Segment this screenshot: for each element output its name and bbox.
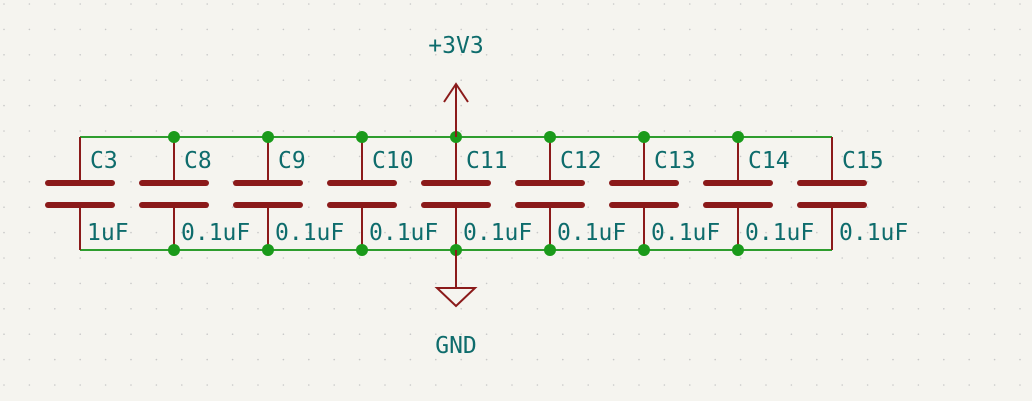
capacitor-c13[interactable]: C13 0.1uF	[609, 137, 720, 250]
capacitor-c15[interactable]: C15 0.1uF	[797, 137, 908, 250]
capacitor-ref-label: C14	[748, 148, 790, 174]
junction-dot	[638, 244, 650, 256]
junctions	[168, 131, 744, 256]
grid-dots	[3, 3, 1021, 386]
capacitor-ref-label: C12	[560, 148, 602, 174]
junction-dot	[168, 244, 180, 256]
power-3v3-symbol[interactable]: +3V3	[428, 33, 484, 137]
ground-symbol[interactable]: GND	[434, 250, 478, 359]
capacitor-value-label: 0.1uF	[181, 220, 250, 246]
ground-net-label: GND	[435, 333, 477, 359]
power-net-label: +3V3	[428, 33, 483, 59]
capacitor-value-label: 0.1uF	[369, 220, 438, 246]
capacitor-value-label: 0.1uF	[275, 220, 344, 246]
capacitor-c9[interactable]: C9 0.1uF	[233, 137, 344, 250]
junction-dot	[356, 244, 368, 256]
capacitor-ref-label: C8	[184, 148, 212, 174]
capacitor-value-label: 0.1uF	[745, 220, 814, 246]
capacitor-c3[interactable]: C3 1uF	[45, 137, 129, 250]
capacitor-c10[interactable]: C10 0.1uF	[327, 137, 438, 250]
capacitor-ref-label: C15	[842, 148, 884, 174]
junction-dot	[168, 131, 180, 143]
capacitor-ref-label: C13	[654, 148, 696, 174]
capacitor-value-label: 0.1uF	[557, 220, 626, 246]
junction-dot	[262, 244, 274, 256]
capacitor-value-label: 1uF	[87, 220, 129, 246]
capacitor-array: C3 1uF C8 0.1uF C9 0.1uF C10 0.1uF C11 0.1uF C12 0.…	[45, 137, 908, 250]
ground-triangle-icon	[434, 287, 478, 308]
capacitor-value-label: 0.1uF	[651, 220, 720, 246]
capacitor-ref-label: C10	[372, 148, 414, 174]
junction-dot	[638, 131, 650, 143]
capacitor-c11[interactable]: C11 0.1uF	[421, 137, 532, 250]
power-arrow-head-icon	[443, 82, 469, 103]
junction-dot	[262, 131, 274, 143]
capacitor-ref-label: C3	[90, 148, 118, 174]
junction-dot	[732, 131, 744, 143]
capacitor-value-label: 0.1uF	[839, 220, 908, 246]
capacitor-c8[interactable]: C8 0.1uF	[139, 137, 250, 250]
capacitor-c12[interactable]: C12 0.1uF	[515, 137, 626, 250]
junction-dot	[732, 244, 744, 256]
capacitor-c14[interactable]: C14 0.1uF	[703, 137, 814, 250]
junction-dot	[356, 131, 368, 143]
capacitor-value-label: 0.1uF	[463, 220, 532, 246]
capacitor-ref-label: C11	[466, 148, 508, 174]
junction-dot	[544, 131, 556, 143]
capacitor-ref-label: C9	[278, 148, 306, 174]
junction-dot	[544, 244, 556, 256]
